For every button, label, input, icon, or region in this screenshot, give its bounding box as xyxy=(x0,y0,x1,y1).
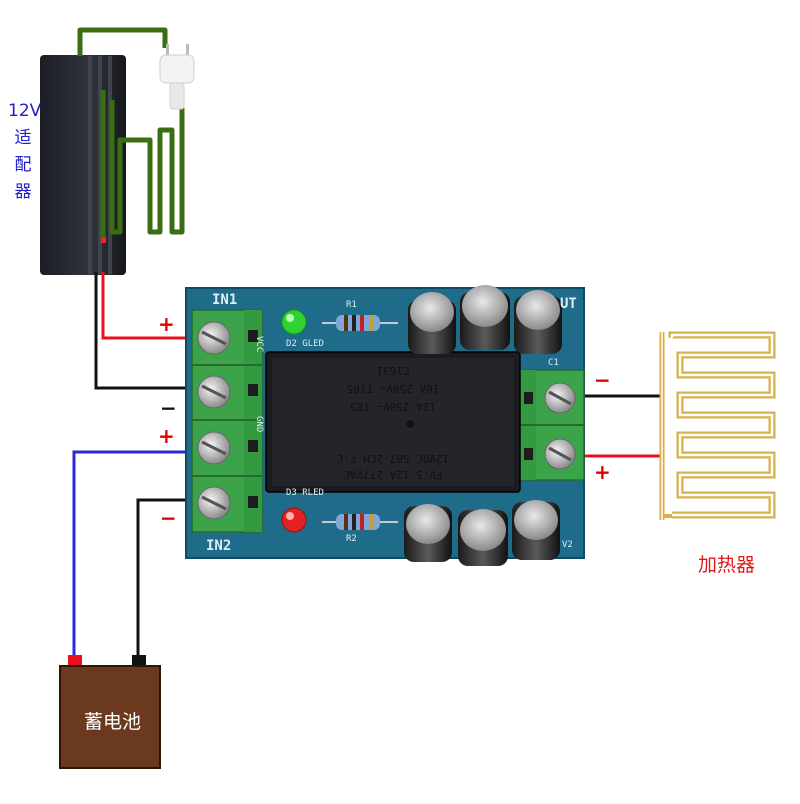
polarity-out-minus: − xyxy=(594,368,611,392)
capacitor xyxy=(514,290,562,354)
adapter-label-line: 12V xyxy=(8,101,42,121)
wire-in1-plus xyxy=(101,272,192,340)
mains-plug xyxy=(159,44,195,110)
adapter-label-line: 器 xyxy=(14,182,32,202)
wire-in2-plus xyxy=(72,450,192,660)
battery xyxy=(59,655,161,769)
capacitor xyxy=(460,285,510,350)
relay-marking-line: 12A 250V~ T85 xyxy=(349,400,437,413)
in2-label: IN2 xyxy=(206,538,232,554)
heater-trace xyxy=(668,331,776,519)
screw-out-plus xyxy=(544,438,576,470)
vcc-label: VCC xyxy=(254,336,264,353)
capacitor xyxy=(404,504,452,562)
capacitor xyxy=(408,292,456,354)
capacitor xyxy=(512,500,560,560)
c-label: C1 xyxy=(548,358,559,368)
screw-in1-plus xyxy=(197,321,231,355)
relay-marking-line: FV-5 12A 277VAC xyxy=(343,468,443,481)
adapter-label-line: 配 xyxy=(14,155,32,175)
mains-cord xyxy=(77,27,185,238)
heater-element xyxy=(659,331,776,520)
polarity-in1-minus: − xyxy=(160,396,177,420)
relay-markings: C1631 10A 250V~ T105 12A 250V~ T85 12VDC… xyxy=(272,360,514,484)
output-terminal-block xyxy=(519,369,585,481)
green-led xyxy=(281,309,307,335)
resistor-r1 xyxy=(322,315,398,331)
polarity-in2-plus: + xyxy=(158,424,175,448)
polarity-out-plus: + xyxy=(594,460,611,484)
led1-label: D2 GLED xyxy=(286,339,324,349)
led2-label: D3 RLED xyxy=(286,488,324,498)
polarity-in2-minus: − xyxy=(160,506,177,530)
r2-label: R2 xyxy=(346,534,357,544)
polarity-in1-plus: + xyxy=(158,312,175,336)
out-label: UT xyxy=(560,296,577,312)
adapter-led xyxy=(101,236,106,243)
gnd-label: GND xyxy=(254,416,264,433)
screw-in1-minus xyxy=(197,375,231,409)
r1-label: R1 xyxy=(346,300,357,310)
relay-marking-line: 12VDC S07-2CH-F-C xyxy=(336,452,450,465)
relay xyxy=(265,351,521,493)
screw-in2-minus xyxy=(197,486,231,520)
adapter-label-line: 适 xyxy=(14,128,32,148)
wires xyxy=(72,272,662,660)
battery-terminal-plus xyxy=(68,655,82,667)
battery-label: 蓄电池 xyxy=(84,711,142,733)
adapter-label: 12V 适 配 器 xyxy=(8,98,42,206)
battery-body xyxy=(59,665,161,769)
heater-label: 加热器 xyxy=(698,554,756,576)
screw-in2-plus xyxy=(197,431,231,465)
resistor-r2 xyxy=(322,514,398,530)
capacitor xyxy=(458,509,508,566)
relay-marking-line: 10A 250V~ T105 xyxy=(346,382,440,395)
input-terminal-block xyxy=(191,309,263,533)
red-led xyxy=(281,507,307,533)
in1-label: IN1 xyxy=(212,292,238,308)
wire-in2-minus xyxy=(136,498,192,660)
wire-in1-minus xyxy=(94,272,192,390)
battery-terminal-minus xyxy=(132,655,146,667)
screw-out-minus xyxy=(544,382,576,414)
relay-marking-line: C1631 xyxy=(376,364,410,377)
v2-label: V2 xyxy=(562,540,573,550)
